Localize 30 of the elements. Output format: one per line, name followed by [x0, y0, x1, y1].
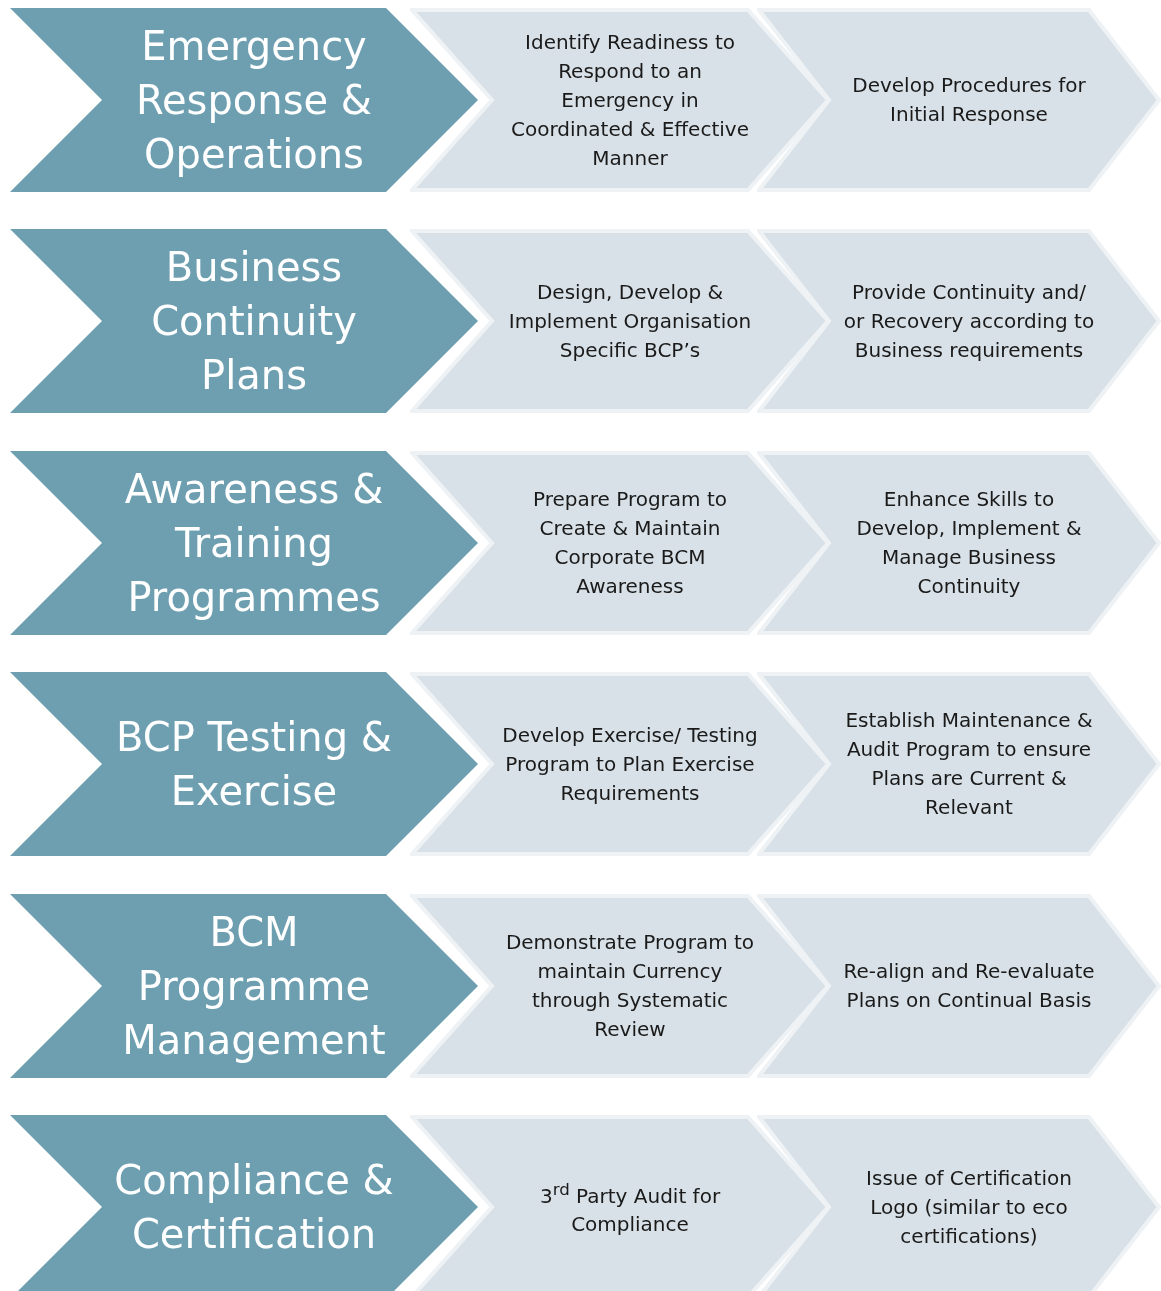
chevron-shape — [10, 894, 478, 1078]
stage-step-text: Prepare Program to Create & Maintain Corporate BCM Awareness — [532, 486, 728, 600]
stage-step-text: Develop Procedures for Initial Response — [851, 72, 1087, 128]
stage-step-text: Re-align and Re-evaluate Plans on Continual Basis — [842, 958, 1096, 1014]
stage-step-text: Issue of Certification Logo (similar to eco certifications) — [865, 1164, 1073, 1250]
stage-title: BCM Programme Management — [121, 908, 387, 1065]
stage-step-text: Demonstrate Program to maintain Currency through Systematic Review — [504, 929, 756, 1043]
stage-step-text: Enhance Skills to Develop, Implement & Manage Business Continuity — [855, 486, 1083, 600]
chevron-shape — [757, 451, 1161, 635]
stage-step-text: 3$^{rd}$ Party Audit for Compliance — [538, 1178, 722, 1239]
stage-step-text: Develop Exercise/ Testing Program to Plan Exercise Requirements — [501, 721, 759, 807]
chevron-shape — [10, 1115, 478, 1291]
stage-title: Business Continuity Plans — [150, 243, 358, 400]
stage-title: Emergency Response & Operations — [135, 22, 373, 179]
chevron-shape — [757, 1115, 1161, 1291]
stage-step-text: Establish Maintenance & Audit Program to ensure Plans are Current & Relevant — [844, 707, 1094, 821]
chevron-shape — [757, 229, 1161, 413]
stage-title: BCP Testing & Exercise — [114, 713, 393, 816]
chevron-shape — [757, 894, 1161, 1078]
stage-step-text: Identify Readiness to Respond to an Emergency in Coordinated & Effective Manner — [510, 28, 750, 172]
stage-title: Awareness & Training Programmes — [123, 465, 385, 622]
chevron-shape — [10, 451, 478, 635]
chevron-shape — [10, 672, 478, 856]
chevron-shape — [10, 8, 478, 192]
chevron-shape — [757, 8, 1161, 192]
stage-title: Compliance & Certification — [113, 1156, 395, 1259]
chevron-shape — [757, 672, 1161, 856]
stage-step-text: Design, Develop & Implement Organisation Specific BCP’s — [507, 278, 753, 364]
chevron-shape — [10, 229, 478, 413]
stage-step-text: Provide Continuity and/ or Recovery according to Business requirements — [842, 278, 1096, 364]
